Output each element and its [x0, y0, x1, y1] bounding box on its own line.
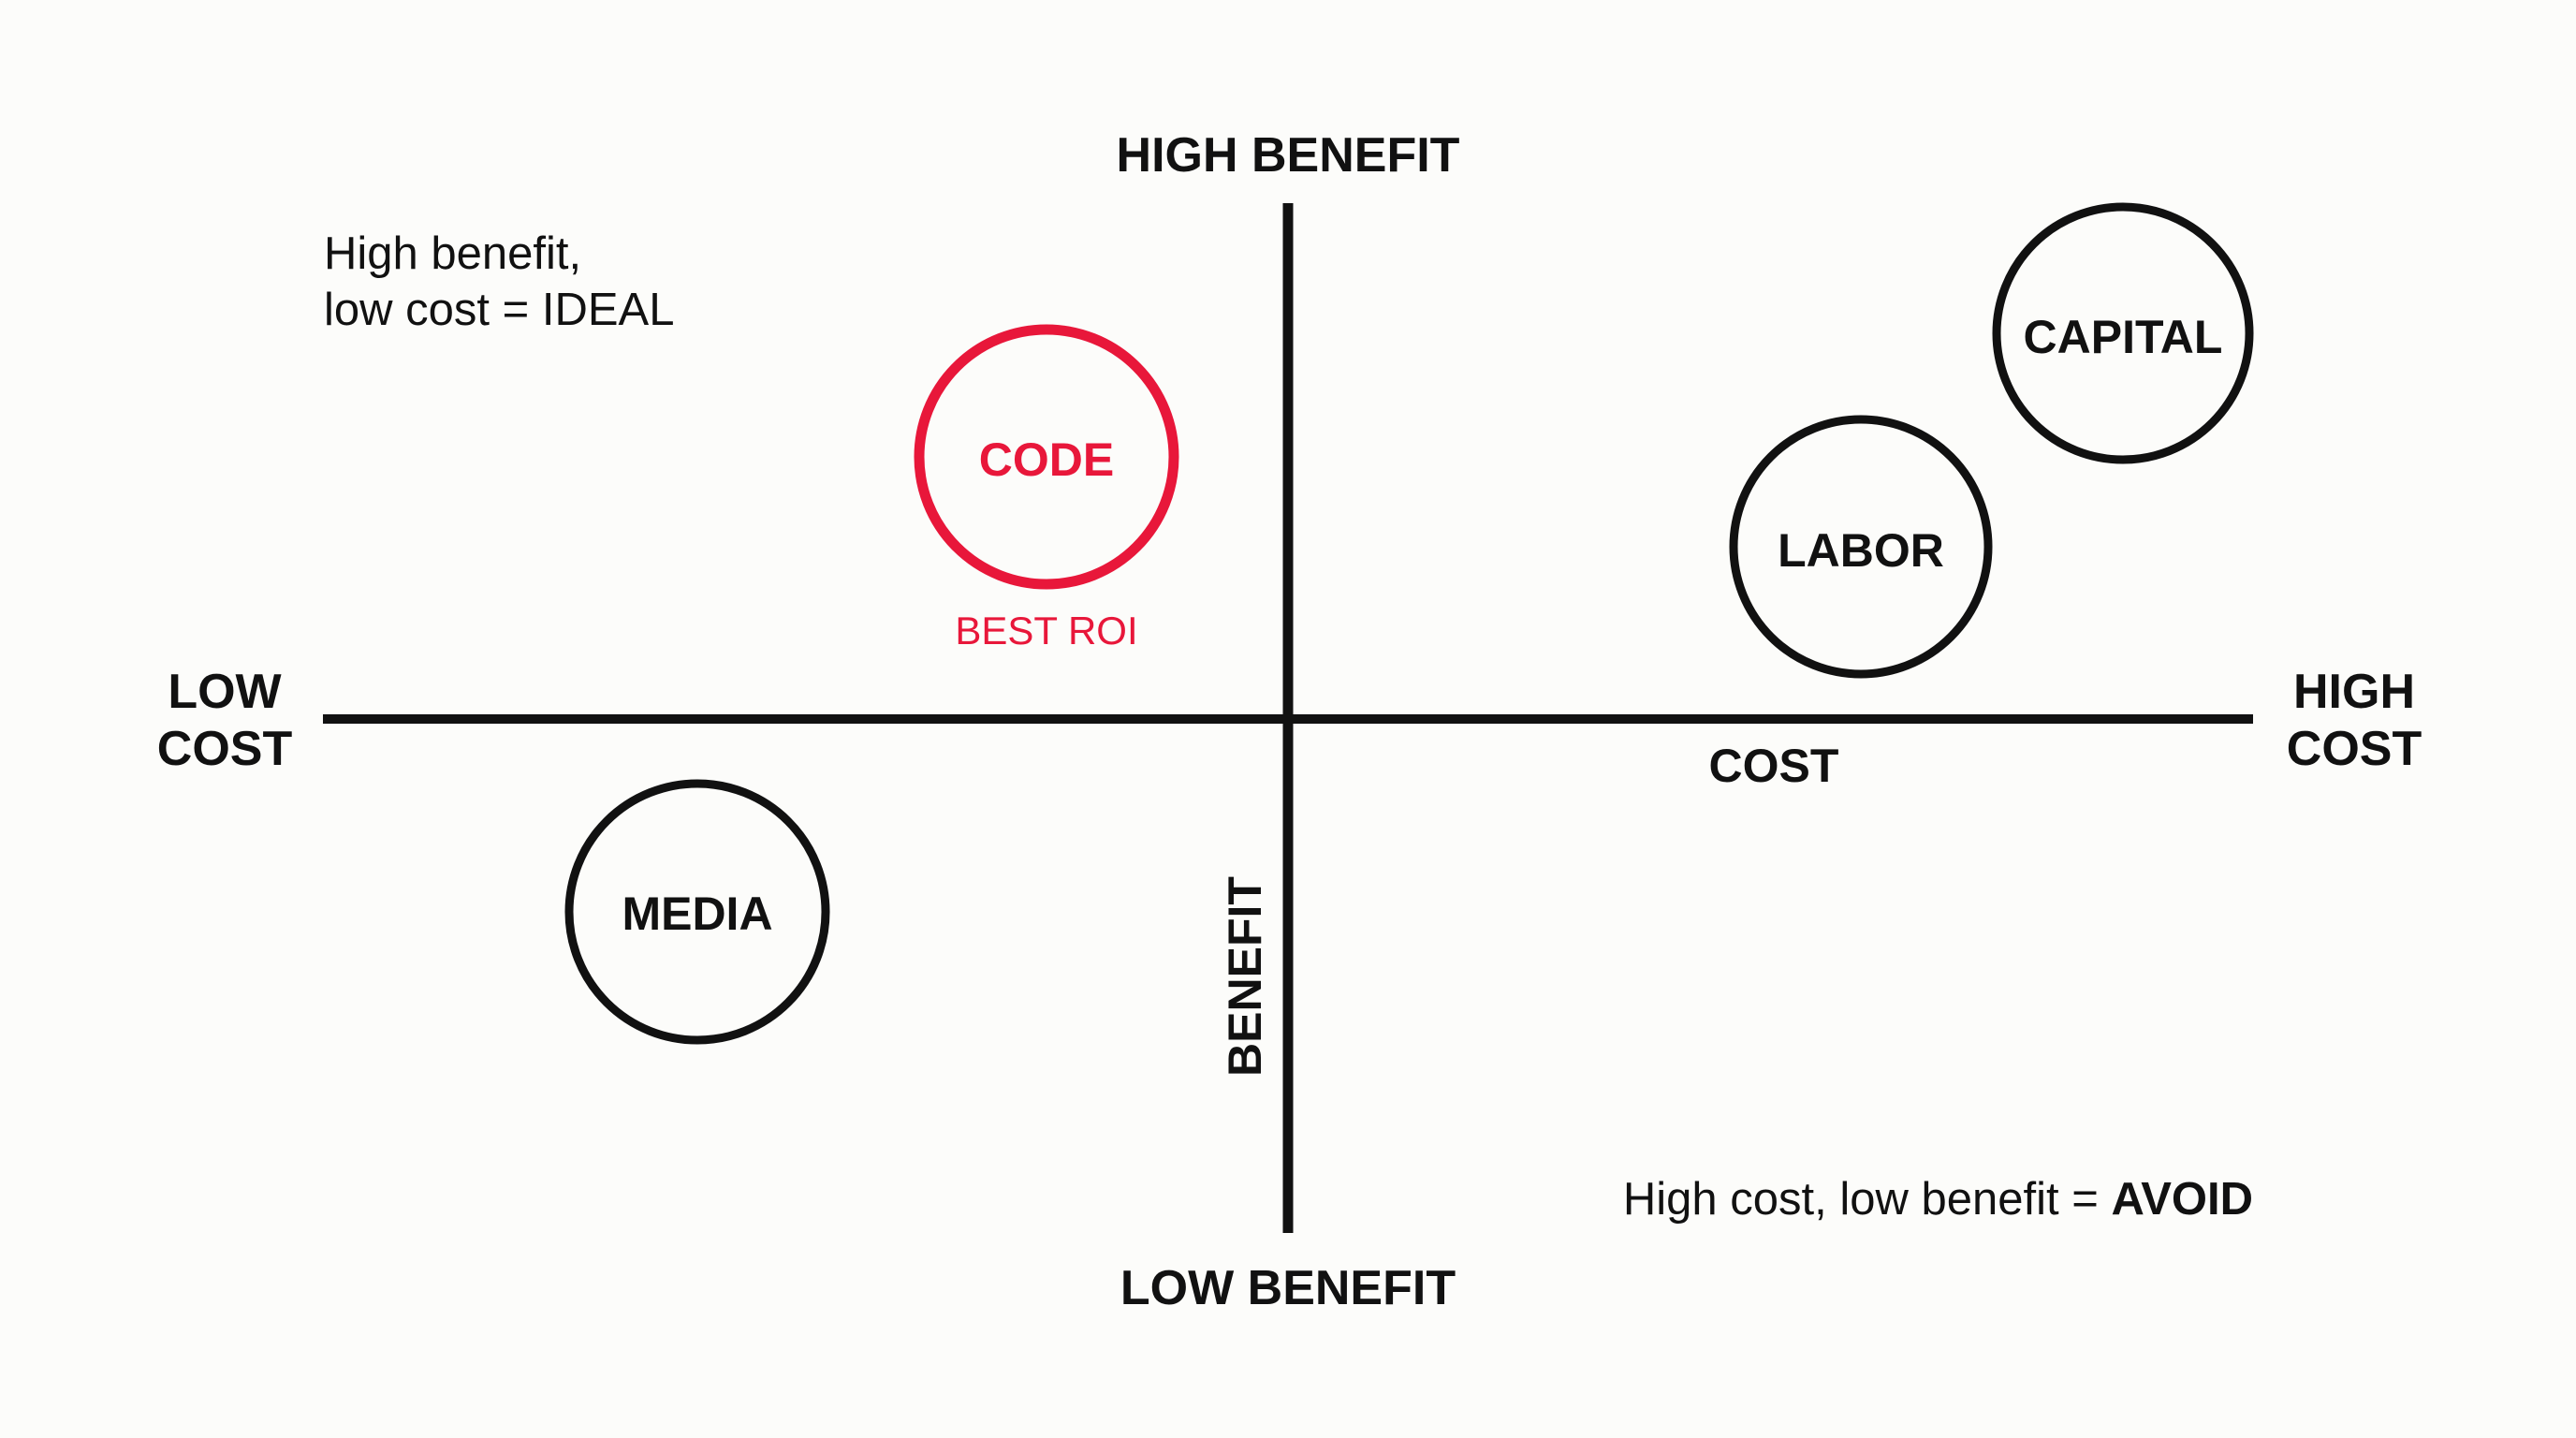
- y-axis-min-label: LOW BENEFIT: [1120, 1261, 1456, 1315]
- bubble-code-caption: BEST ROI: [955, 609, 1137, 653]
- avoid-quadrant-note: High cost, low benefit = AVOID: [1623, 1174, 2253, 1225]
- bubble-media-label: MEDIA: [622, 888, 772, 940]
- x-axis-max-label: HIGH COST: [2287, 665, 2422, 776]
- ideal-note-line2: low cost = IDEAL: [324, 285, 674, 335]
- x-axis-min-label-line2: COST: [157, 722, 293, 776]
- x-axis-title: COST: [1709, 740, 1839, 792]
- bubble-media: MEDIA: [564, 779, 830, 1045]
- bubble-code: CODE BEST ROI: [914, 324, 1179, 653]
- bubble-code-label: CODE: [979, 433, 1114, 486]
- bubble-media-circle: [564, 779, 830, 1045]
- ideal-note-line1: High benefit,: [324, 228, 581, 279]
- bubble-labor-circle: [1729, 415, 1993, 679]
- y-axis-title: BENEFIT: [1219, 876, 1271, 1077]
- bubble-code-circle: [914, 324, 1179, 590]
- bubble-capital-circle: [1992, 202, 2254, 464]
- bubble-labor-label: LABOR: [1778, 524, 1944, 577]
- x-axis-max-label-line2: COST: [2287, 722, 2422, 776]
- y-axis-max-label: HIGH BENEFIT: [1117, 128, 1460, 183]
- x-axis-max-label-line1: HIGH: [2293, 665, 2415, 719]
- x-axis-min-label: LOW COST: [157, 665, 293, 776]
- bubble-labor: LABOR: [1729, 415, 1993, 679]
- bubble-capital: CAPITAL: [1992, 202, 2254, 464]
- ideal-quadrant-note: High benefit, low cost = IDEAL: [324, 228, 674, 335]
- avoid-note-prefix: High cost, low benefit =: [1623, 1174, 2112, 1225]
- x-axis-min-label-line1: LOW: [168, 665, 282, 719]
- avoid-note-emphasis: AVOID: [2111, 1174, 2253, 1225]
- bubble-capital-label: CAPITAL: [2024, 311, 2223, 363]
